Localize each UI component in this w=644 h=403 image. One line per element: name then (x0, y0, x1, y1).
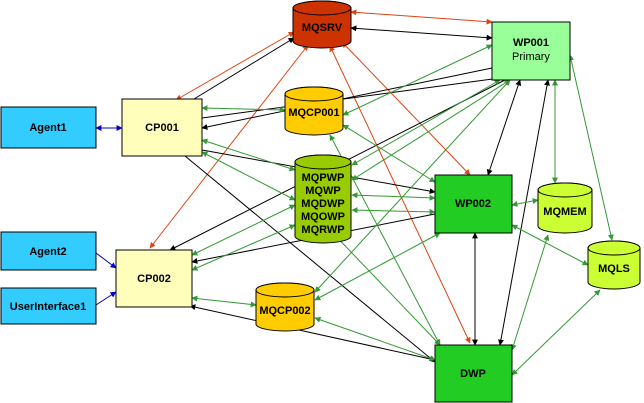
agent2-label: Agent2 (29, 246, 66, 258)
edge-wp001-wp002 (486, 79, 522, 176)
node-mqls[interactable]: MQLS (587, 240, 641, 290)
edge-mqcp001-wp001 (342, 44, 493, 116)
mqcp001-cylinder-top (284, 86, 344, 102)
edge-cp001-mqcp001 (201, 105, 286, 113)
node-agent1[interactable]: Agent1 (0, 106, 97, 149)
agent2-box (0, 231, 97, 271)
node-cp002[interactable]: CP002 (115, 249, 193, 308)
mqmem-cylinder-top (537, 182, 593, 198)
queue-nodes: MQSRV MQCP001 MQPWP MQWP MQDWP MQOWP MQR… (255, 0, 641, 332)
node-agent2[interactable]: Agent2 (0, 231, 97, 271)
agent1-label: Agent1 (29, 122, 66, 134)
cp001-box (121, 98, 203, 157)
wp002-label: WP002 (455, 198, 491, 210)
edge-mqcp002-dwp (314, 316, 436, 362)
mqmem-label: MQMEM (543, 206, 586, 218)
node-mqsrv[interactable]: MQSRV (292, 0, 352, 49)
cp002-box (115, 249, 193, 308)
edge-cp002-mqwp-b (191, 224, 296, 271)
dwp-label: DWP (460, 368, 486, 380)
node-dwp[interactable]: DWP (434, 344, 513, 403)
edge-mqsrv-wp001 (350, 9, 493, 25)
cp002-label: CP002 (137, 273, 171, 285)
wp001-box (491, 21, 571, 81)
edge-ui1-cp002 (95, 291, 117, 306)
mqwp-line-3: MQDWP (301, 198, 344, 210)
node-mqwp-group[interactable]: MQPWP MQWP MQDWP MQOWP MQRWP (294, 154, 352, 244)
mqsrv-cylinder-top (292, 0, 352, 16)
mqcp002-label: MQCP002 (259, 305, 310, 317)
edge-mqwp-wp002-b (351, 207, 436, 215)
node-mqmem[interactable]: MQMEM (537, 182, 593, 234)
mqls-label: MQLS (598, 263, 630, 275)
edge-cp001-mqwp-b (201, 151, 296, 201)
edge-agent2-cp002 (95, 252, 117, 269)
dwp-box (434, 344, 513, 403)
node-userinterface1[interactable]: UserInterface1 (0, 287, 97, 325)
edge-dwp-mqls (511, 289, 601, 376)
userinterface1-label: UserInterface1 (10, 301, 86, 313)
edge-mqcp002-wp002 (314, 232, 441, 301)
mqwp-line-1: MQPWP (302, 172, 345, 184)
mqcp001-label: MQCP001 (288, 107, 339, 119)
node-mqcp001[interactable]: MQCP001 (284, 86, 344, 136)
mqwp-line-2: MQWP (305, 185, 340, 197)
edge-cp001-mqsrv (175, 37, 295, 111)
node-wp002[interactable]: WP002 (434, 174, 513, 234)
edge-mqwp-dwp (329, 229, 441, 346)
edge-cp001-wp001 (201, 75, 501, 119)
node-cp001[interactable]: CP001 (121, 98, 203, 157)
edge-mqwp-wp002 (351, 192, 436, 201)
mqwp-line-5: MQRWP (301, 224, 344, 236)
edge-mqsrv-cp001 (175, 31, 295, 101)
edge-cp001-mqwp (201, 138, 296, 172)
node-mqcp002[interactable]: MQCP002 (255, 282, 315, 332)
component-nodes: Agent1 Agent2 UserInterface1 CP001 CP002… (0, 21, 571, 403)
edge-mqcp001-wp002 (342, 124, 436, 183)
mqwp-line-4: MQOWP (301, 211, 345, 223)
wp002-box (434, 174, 513, 234)
edge-cp002-mqcp002 (191, 295, 257, 308)
edge-wp001-dwp (498, 79, 550, 346)
agent1-box (0, 106, 97, 149)
mqsrv-label: MQSRV (302, 22, 343, 34)
userinterface1-box (0, 287, 97, 325)
wp001-label: WP001 (513, 37, 549, 49)
edge-mqsrv-wp001-b (350, 25, 493, 41)
mqcp002-cylinder-top (255, 282, 315, 298)
edge-wp002-mqmem (511, 198, 539, 207)
edge-dwp-mqmem (510, 234, 550, 351)
edge-wp001-mqls (568, 54, 614, 241)
cp001-label: CP001 (145, 122, 179, 134)
edge-wp002-mqls (511, 224, 589, 266)
mqwp-group-cylinder-top (294, 154, 352, 170)
mqls-cylinder-top (587, 240, 641, 256)
wp001-sublabel: Primary (512, 51, 550, 63)
node-wp001[interactable]: WP001 Primary (491, 21, 571, 81)
